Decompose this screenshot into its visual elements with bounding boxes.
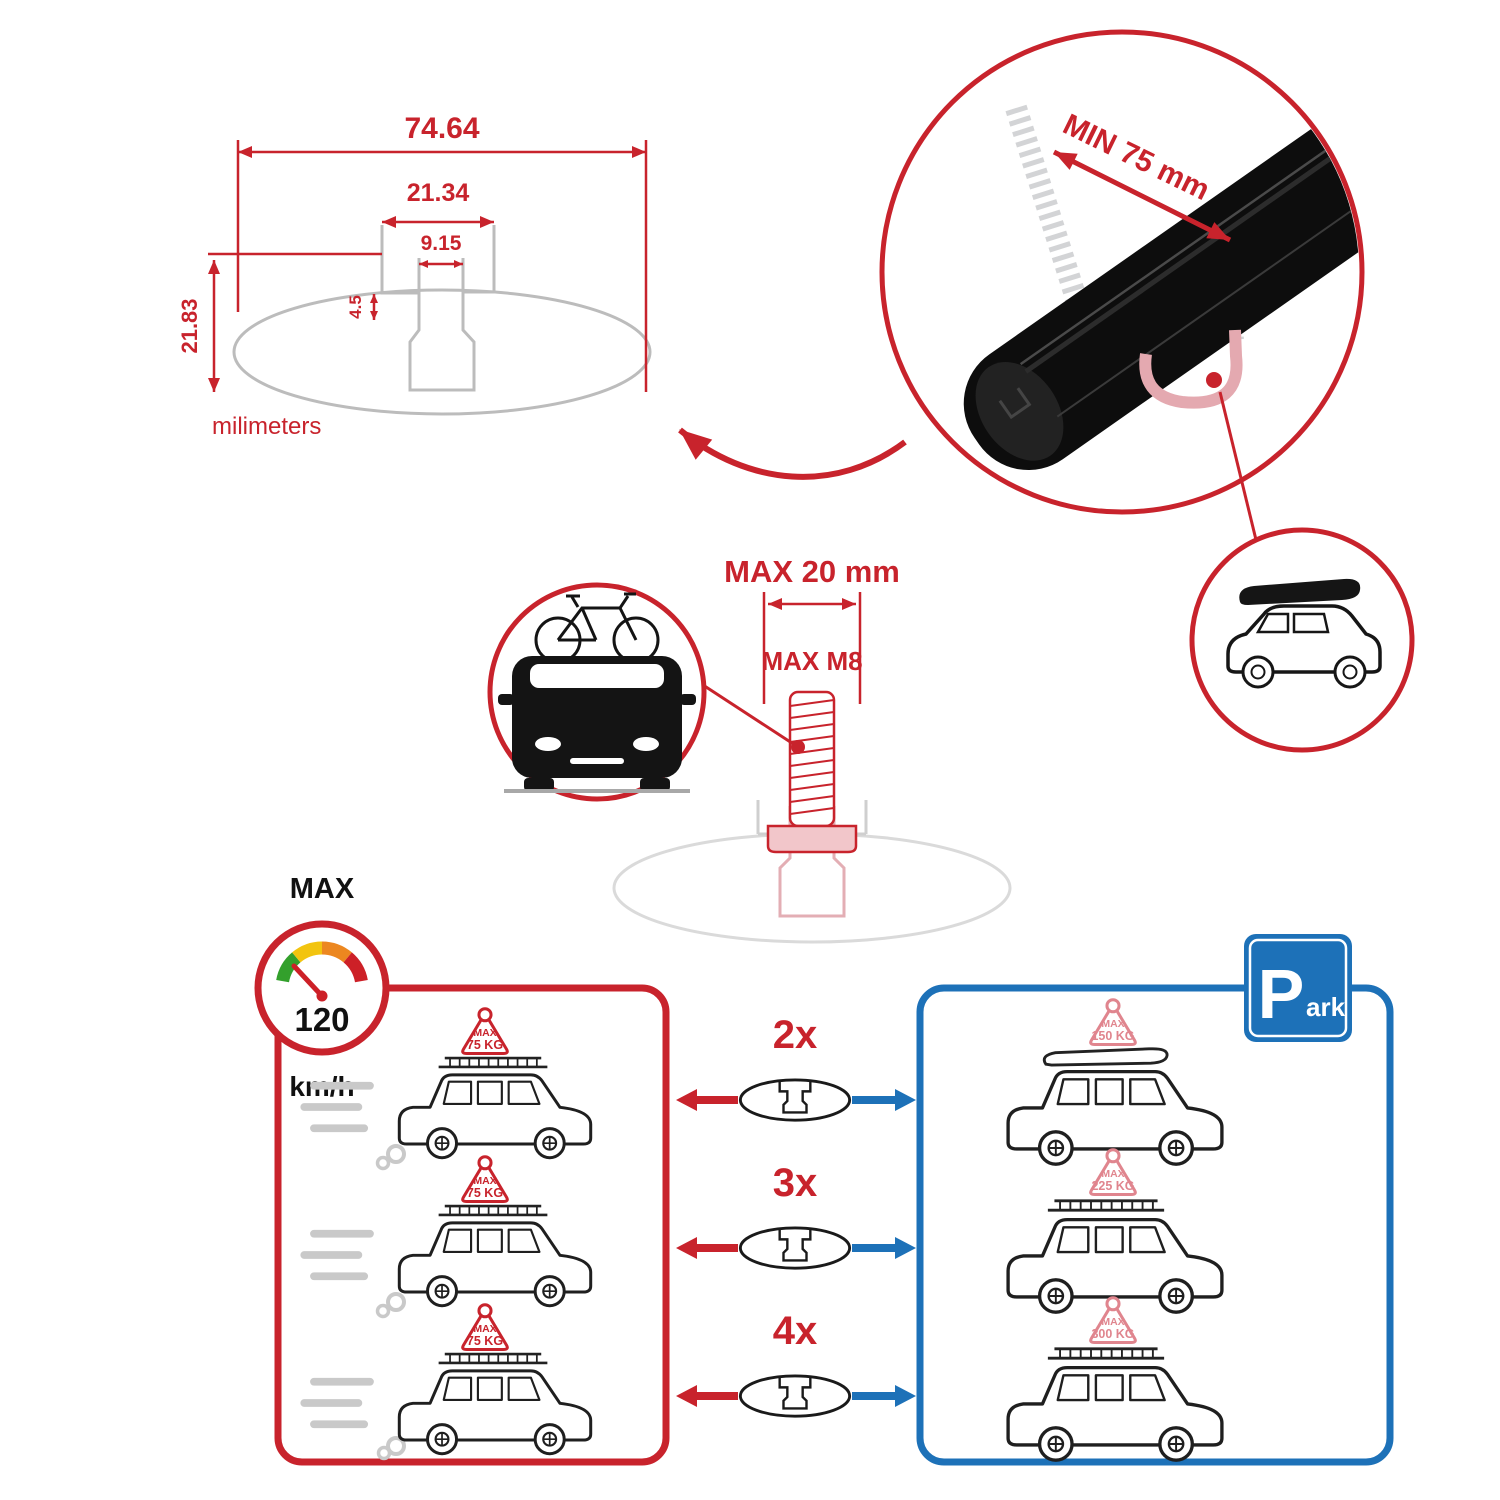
exhaust-icon bbox=[386, 1144, 406, 1164]
load-sign-value: 150 KG bbox=[1091, 1029, 1134, 1043]
dim-total-height: 21.83 bbox=[177, 298, 202, 353]
load-sign-value: 75 KG bbox=[467, 1038, 503, 1052]
driving-car-row-2: MAX 75 KG bbox=[304, 1155, 593, 1319]
driving-car-row-1: MAX 75 KG bbox=[304, 1007, 593, 1171]
load-sign-value: 225 KG bbox=[1091, 1179, 1134, 1193]
min-span-arrow bbox=[1052, 149, 1232, 243]
load-sign-value: 75 KG bbox=[467, 1334, 503, 1348]
park-sign: P ark bbox=[1244, 934, 1352, 1042]
multiplier-row-2: 3x bbox=[676, 1161, 916, 1270]
gauge-needle bbox=[291, 963, 325, 999]
exhaust-icon bbox=[376, 1445, 392, 1461]
pointer-arrow bbox=[678, 427, 907, 480]
mount-point-dot bbox=[1206, 372, 1222, 388]
park-sign-p: P bbox=[1258, 955, 1305, 1033]
bolt-icon bbox=[766, 690, 858, 854]
suv-roofbox-circle bbox=[1189, 527, 1415, 753]
load-sign-max: MAX bbox=[1101, 1316, 1124, 1328]
gauge-max-label: MAX bbox=[290, 873, 355, 905]
profile-cross-section bbox=[232, 225, 652, 416]
exhaust-icon bbox=[375, 1303, 391, 1319]
blue-arrow-right bbox=[895, 1385, 916, 1407]
roof-box-icon bbox=[1042, 1047, 1169, 1067]
parking-sign-icon bbox=[1244, 934, 1352, 1042]
exhaust-icon bbox=[386, 1292, 406, 1312]
gauge-value: 120 bbox=[294, 1001, 349, 1038]
load-sign-max: MAX bbox=[473, 1323, 496, 1335]
mounting-loop bbox=[1139, 329, 1243, 409]
driving-car-row-3: MAX 75 KG bbox=[304, 1303, 593, 1461]
dim-slot-width: 9.15 bbox=[421, 232, 462, 255]
multiplier-label-2: 3x bbox=[773, 1161, 818, 1205]
park-sign-ark: ark bbox=[1306, 992, 1346, 1022]
crossbar-zoom-circle: MIN 75 mm bbox=[879, 29, 1365, 515]
parked-car-row-3: MAX 300 KG bbox=[1006, 1296, 1224, 1462]
bar-count-icon-1 bbox=[738, 1078, 852, 1122]
blue-arrow-right bbox=[895, 1237, 916, 1259]
red-arrow-left bbox=[676, 1237, 697, 1259]
parked-car-row-2: MAX 225 KG bbox=[1006, 1148, 1224, 1314]
load-sign-max: MAX bbox=[1101, 1168, 1124, 1180]
speed-gauge: MAX 120 km/h bbox=[254, 873, 390, 1102]
multiplier-row-3: 4x bbox=[676, 1309, 916, 1418]
car-bike-circle bbox=[487, 582, 707, 802]
bolt-diagram: MAX 20 mm MAX M8 bbox=[612, 554, 1012, 944]
leader-line bbox=[702, 683, 799, 749]
suv-with-roofbox-icon bbox=[1226, 578, 1382, 689]
multiplier-row-1: 2x bbox=[676, 1013, 916, 1122]
units-label: milimeters bbox=[212, 413, 321, 440]
leader-dot bbox=[791, 740, 805, 754]
multiplier-label-1: 2x bbox=[773, 1013, 818, 1057]
load-sign-max: MAX bbox=[473, 1175, 496, 1187]
bar-count-icon-2 bbox=[738, 1226, 852, 1270]
exhaust-icon bbox=[386, 1436, 406, 1456]
load-sign-value: 75 KG bbox=[467, 1186, 503, 1200]
car-front-icon bbox=[498, 656, 696, 793]
parked-car-row-1: MAX 150 KG bbox=[1006, 998, 1224, 1166]
max-length-label: MAX 20 mm bbox=[724, 554, 900, 589]
roofbox-black-icon bbox=[1239, 578, 1361, 605]
dim-channel-width: 21.34 bbox=[407, 179, 470, 207]
connector-line bbox=[1218, 391, 1260, 549]
dim-total-width: 74.64 bbox=[404, 112, 479, 145]
max-thread-label: MAX M8 bbox=[761, 646, 862, 676]
blue-arrow-right bbox=[895, 1089, 916, 1111]
dim-lip-depth: 4.5 bbox=[346, 295, 365, 319]
red-arrow-left bbox=[676, 1089, 697, 1111]
crossbar-render bbox=[963, 35, 1359, 471]
measurement-diagram: 74.64 21.34 9.15 4.5 21.83 milimeters bbox=[177, 112, 652, 440]
load-sign-value: 300 KG bbox=[1091, 1327, 1134, 1341]
load-sign-max: MAX bbox=[473, 1027, 496, 1039]
bar-count-icon-3 bbox=[738, 1374, 852, 1418]
exhaust-icon bbox=[375, 1155, 391, 1171]
red-arrow-left bbox=[676, 1385, 697, 1407]
load-sign-max: MAX bbox=[1101, 1018, 1124, 1030]
multiplier-label-3: 4x bbox=[773, 1309, 818, 1353]
